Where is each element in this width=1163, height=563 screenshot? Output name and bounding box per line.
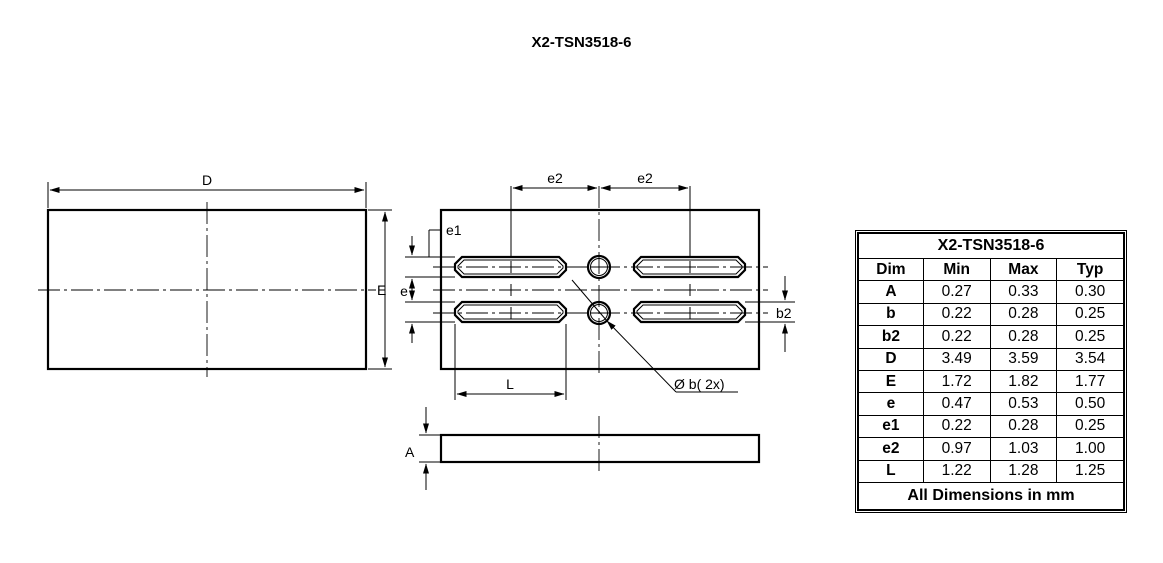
dim-label-phi-b: Ø b( 2x) [674, 376, 725, 392]
table-cell: 0.25 [1056, 302, 1124, 327]
table-cell: 0.53 [989, 392, 1058, 416]
top-view: D E [38, 172, 392, 377]
side-view: A [405, 407, 761, 490]
table-cell: 1.03 [989, 437, 1058, 461]
table-cell: 1.00 [1056, 437, 1124, 461]
pad-top-left [453, 255, 568, 279]
table-cell: 3.49 [922, 347, 991, 371]
table-caption: X2-TSN3518-6 [858, 233, 1124, 259]
table-cell: e2 [858, 437, 924, 461]
side-view-body [439, 433, 761, 464]
table-header-max: Max [989, 257, 1058, 282]
round-pad-bottom [586, 300, 612, 326]
table-cell: L [858, 459, 924, 483]
table-cell: 1.22 [922, 459, 991, 483]
dim-label-e2-right: e2 [637, 170, 653, 186]
dim-label-e2-left: e2 [547, 170, 563, 186]
table-cell: 1.28 [989, 459, 1058, 483]
dim-label-L: L [506, 376, 514, 392]
table-cell: 3.59 [989, 347, 1058, 371]
table-footer: All Dimensions in mm [858, 481, 1124, 510]
dim-label-b2: b2 [776, 305, 792, 321]
dim-label-A: A [405, 444, 415, 460]
table-header-min: Min [922, 257, 991, 282]
table-cell: 0.28 [989, 325, 1058, 349]
table-cell: b [858, 302, 924, 327]
bottom-view-body [439, 208, 761, 371]
table-cell: 0.30 [1056, 280, 1124, 304]
table-cell: 0.22 [922, 325, 991, 349]
table-cell: D [858, 347, 924, 371]
table-cell: 0.25 [1056, 414, 1124, 439]
pad-bottom-left [453, 300, 568, 324]
bottom-view: e2 e2 e1 e b2 L Ø b( 2x) [400, 170, 795, 400]
table-cell: b2 [858, 325, 924, 349]
page-title: X2-TSN3518-6 [531, 34, 632, 51]
pad-bottom-right [632, 300, 747, 324]
dim-label-D: D [202, 172, 212, 188]
round-pad-top [586, 254, 612, 280]
table-cell: 1.25 [1056, 459, 1124, 483]
table-cell: 0.25 [1056, 325, 1124, 349]
dim-label-e: e [400, 283, 408, 299]
table-cell: 0.47 [922, 392, 991, 416]
dim-label-e1: e1 [446, 222, 462, 238]
table-cell: 1.77 [1056, 369, 1124, 394]
table-header-dim: Dim [858, 257, 924, 282]
table-header-typ: Typ [1056, 257, 1124, 282]
table-cell: 0.27 [922, 280, 991, 304]
table-cell: 0.50 [1056, 392, 1124, 416]
table-cell: E [858, 369, 924, 394]
table-cell: 0.28 [989, 302, 1058, 327]
pad-top-right [632, 255, 747, 279]
table-cell: 0.28 [989, 414, 1058, 439]
table-cell: 3.54 [1056, 347, 1124, 371]
table-cell: 0.22 [922, 302, 991, 327]
table-cell: 1.82 [989, 369, 1058, 394]
dim-label-E: E [377, 282, 386, 298]
table-cell: 1.72 [922, 369, 991, 394]
table-cell: e1 [858, 414, 924, 439]
table-cell: 0.33 [989, 280, 1058, 304]
table-cell: A [858, 280, 924, 304]
table-cell: 0.22 [922, 414, 991, 439]
table-cell: 0.97 [922, 437, 991, 461]
table-cell: e [858, 392, 924, 416]
